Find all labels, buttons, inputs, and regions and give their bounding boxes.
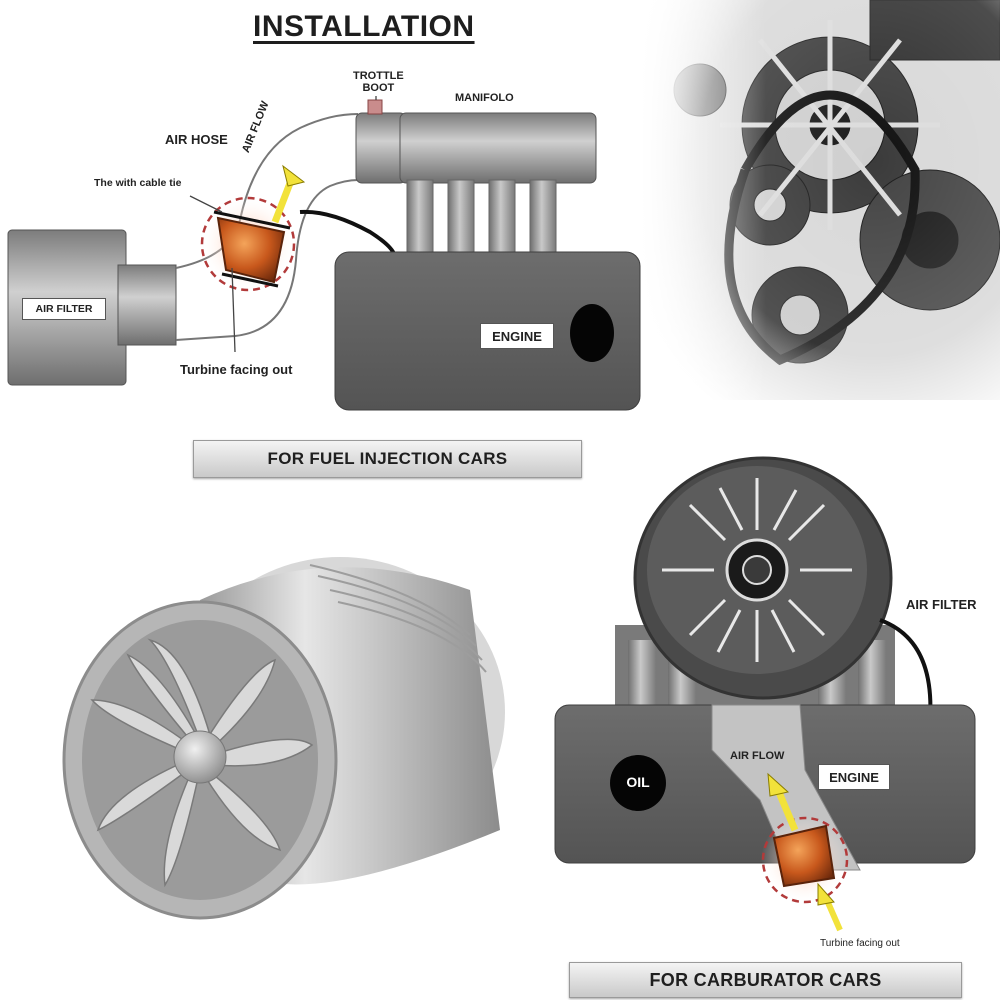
air-hose-label: AIR HOSE — [165, 132, 228, 147]
manifold — [355, 99, 597, 261]
carb-turbine-note-label: Turbine facing out — [820, 938, 900, 949]
carb-air-flow-arrow-icon — [767, 772, 843, 932]
trottle-boot-label: TROTTLE BOOT — [353, 70, 404, 94]
page-title: INSTALLATION — [253, 10, 475, 43]
oil-label: OIL — [626, 774, 650, 790]
manifold-label: MANIFOLO — [455, 92, 514, 104]
turbine-fan-icon — [200, 196, 296, 292]
engine-belt-photo — [640, 0, 1000, 400]
carb-air-filter-label: AIR FILTER — [906, 597, 977, 612]
carburator-banner: FOR CARBURATOR CARS — [569, 962, 962, 998]
cable — [299, 209, 397, 259]
trottle-label: TROTTLE — [353, 70, 404, 82]
engine-label: ENGINE — [480, 323, 554, 349]
cable-tie-label: The with cable tie — [94, 177, 182, 189]
carb-engine-label: ENGINE — [818, 764, 890, 790]
turbine-note-label: Turbine facing out — [180, 362, 293, 377]
carb-turbine-fan-icon — [761, 816, 849, 904]
carb-air-filter — [615, 456, 895, 715]
carb-cable — [879, 618, 933, 721]
boot-label: BOOT — [362, 82, 395, 94]
carb-air-flow-label: AIR FLOW — [730, 750, 785, 762]
air-filter-label: AIR FILTER — [22, 298, 106, 320]
fuel-injection-banner: FOR FUEL INJECTION CARS — [193, 440, 582, 478]
leader-lines — [189, 96, 377, 353]
air-flow-arrow-icon — [271, 164, 306, 224]
fan-product — [62, 557, 505, 920]
